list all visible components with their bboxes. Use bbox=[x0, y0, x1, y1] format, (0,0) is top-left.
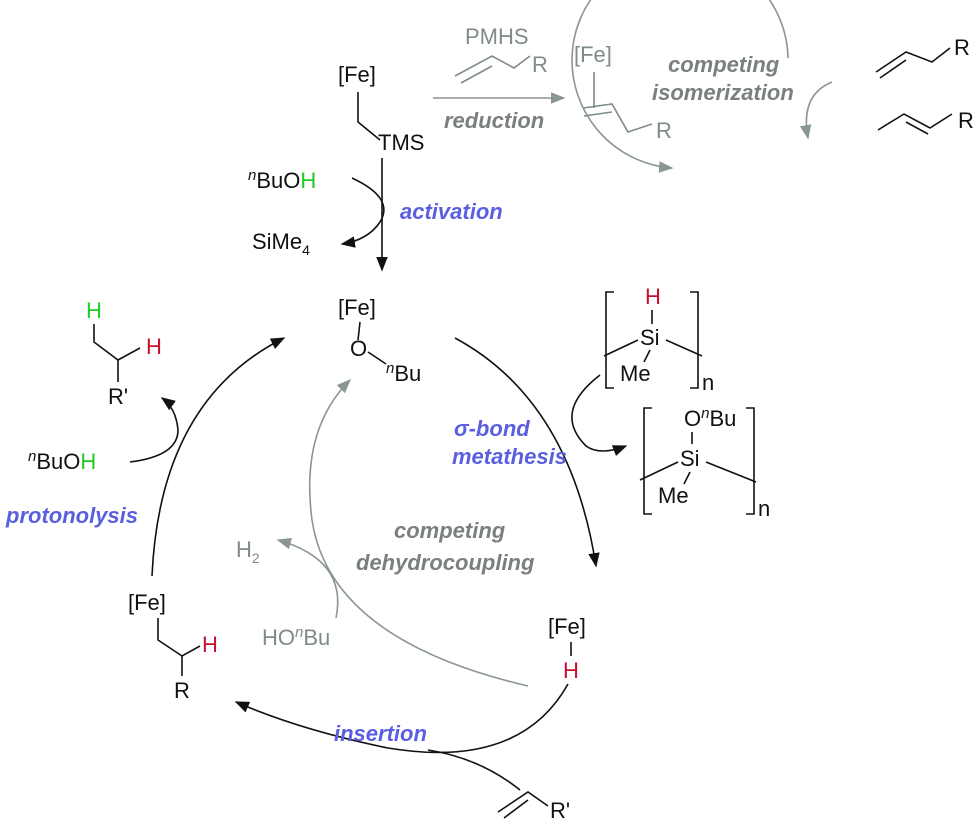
isomerization-cycle-arrow bbox=[571, 0, 789, 173]
protonolysis-label: protonolysis bbox=[5, 503, 138, 528]
sigma-bond-label: σ-bond bbox=[454, 416, 530, 441]
pmhs-h: H bbox=[645, 284, 661, 309]
alkane-product-h-green: H bbox=[86, 298, 102, 323]
insertion-alkene-r-prime: R' bbox=[550, 798, 570, 823]
reduction-label: reduction bbox=[444, 108, 544, 133]
alkene-insertion-tail bbox=[427, 749, 521, 791]
terminal-alkene bbox=[875, 47, 951, 73]
protonolysis-arrow bbox=[151, 337, 286, 577]
metathesis-label: metathesis bbox=[452, 444, 567, 469]
alkane-product-r-prime: R' bbox=[108, 384, 128, 409]
competing-dehydrocoupling-label-1: competing bbox=[394, 518, 506, 543]
insertion-label: insertion bbox=[334, 721, 427, 746]
sime4-label: SiMe4 bbox=[252, 229, 310, 258]
internal-alkene bbox=[877, 113, 953, 131]
fe-alkoxide-label: [Fe] bbox=[338, 295, 376, 320]
pmhs-n: n bbox=[702, 370, 714, 395]
alkoxysilane-bracket-left bbox=[643, 407, 652, 515]
alkoxide-nbu: nBu bbox=[386, 360, 421, 386]
buoh-activation-curve bbox=[340, 177, 385, 248]
pmhs-bracket-right bbox=[690, 291, 699, 389]
fe-hydride-h: H bbox=[563, 658, 579, 683]
fe-alkene-complex-label: [Fe] bbox=[574, 42, 612, 67]
competing-isomerization-label-2: isomerization bbox=[652, 80, 794, 105]
fe-alkyl-label: [Fe] bbox=[128, 590, 166, 615]
competing-isomerization-label-1: competing bbox=[668, 52, 780, 77]
reagent-alkene-r: R bbox=[532, 52, 548, 77]
h2-release-arrow bbox=[276, 538, 339, 619]
pmhs-me: Me bbox=[620, 361, 651, 386]
alkoxysilane-bracket-right bbox=[746, 407, 755, 515]
alkoxysilane-me: Me bbox=[658, 483, 689, 508]
buoh-activation-label: nBuOH bbox=[248, 167, 316, 193]
pmhs-label: PMHS bbox=[465, 24, 529, 49]
fe-ch2-bond bbox=[357, 92, 381, 141]
alkoxide-o: O bbox=[350, 336, 367, 361]
buoh-protonolysis-label: nBuOH bbox=[28, 448, 96, 474]
pmhs-si: Si bbox=[640, 325, 660, 350]
insertion-arrow bbox=[234, 683, 569, 754]
fe-hydride-label: [Fe] bbox=[548, 614, 586, 639]
insertion-alkene bbox=[497, 791, 549, 813]
fe-bound-alkene bbox=[582, 103, 653, 133]
pmhs-exchange-arrow bbox=[571, 374, 628, 457]
tms-label: TMS bbox=[378, 130, 424, 155]
fe-alkyl-chain bbox=[157, 618, 201, 657]
alkane-product-chain bbox=[93, 324, 141, 361]
buoh-protonolysis-curve bbox=[129, 397, 179, 463]
sigma-bond-metathesis-arrow bbox=[454, 337, 600, 568]
terminal-alkene-r: R bbox=[954, 35, 970, 60]
alkoxysilane-onbu: OnBu bbox=[684, 405, 736, 431]
alkane-product-h-red: H bbox=[146, 334, 162, 359]
h2-label: H2 bbox=[236, 537, 260, 566]
fe-alkyl-r: R bbox=[174, 678, 190, 703]
reagent-alkene bbox=[454, 55, 531, 77]
alkene-in-out-arrow bbox=[799, 81, 833, 140]
alkoxysilane-n: n bbox=[758, 496, 770, 521]
internal-alkene-r: R bbox=[958, 108, 974, 133]
ho-nbu-label: HOnBu bbox=[262, 624, 330, 650]
competing-dehydrocoupling-label-2: dehydrocoupling bbox=[356, 550, 535, 575]
fe-precatalyst-label: [Fe] bbox=[338, 62, 376, 87]
pmhs-bracket-left bbox=[605, 291, 614, 389]
fe-alkene-r: R bbox=[656, 118, 672, 143]
activation-label: activation bbox=[400, 199, 503, 224]
alkoxysilane-si: Si bbox=[680, 446, 700, 471]
fe-alkyl-h: H bbox=[202, 632, 218, 657]
dehydrocoupling-arrow bbox=[308, 378, 529, 687]
